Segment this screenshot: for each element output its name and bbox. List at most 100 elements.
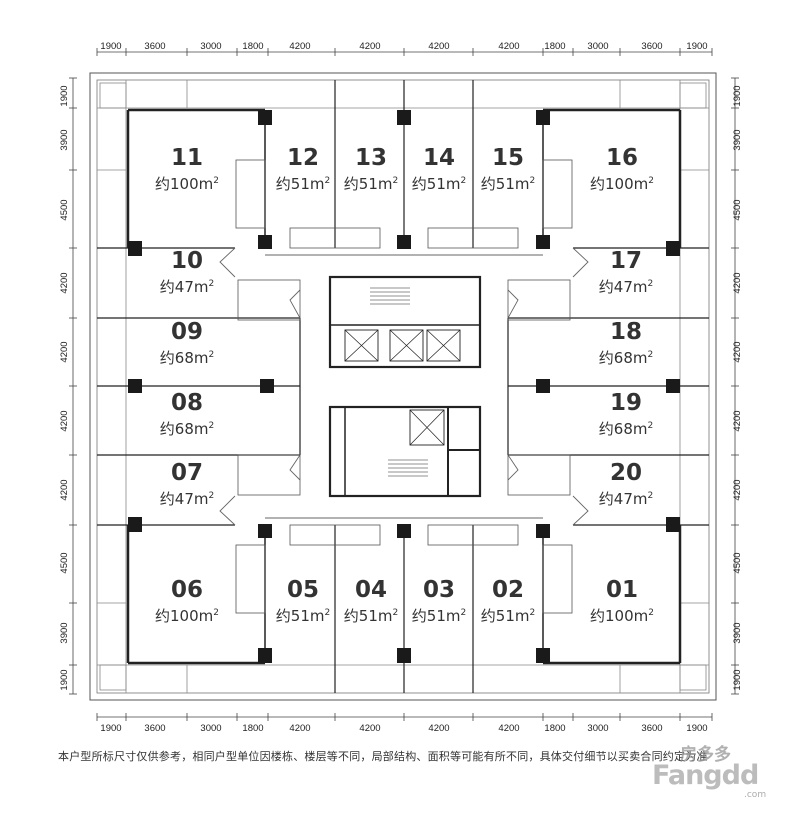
unit-area: 约47m2	[160, 278, 214, 296]
unit-area: 约100m2	[155, 175, 219, 193]
unit-15: 15 约51m2	[481, 145, 535, 193]
watermark-cn: 房多多	[680, 745, 731, 765]
unit-area-sup: 2	[529, 608, 535, 618]
unit-number: 20	[610, 460, 642, 486]
dim-top-label-8: 1800	[544, 41, 565, 52]
dim-left-label-3: 4200	[59, 272, 70, 293]
unit-03: 03 约51m2	[412, 577, 466, 625]
unit-18: 18 约68m2	[599, 319, 653, 367]
unit-area: 约51m2	[276, 607, 330, 625]
dimension-ticks	[69, 48, 739, 721]
unit-13: 13 约51m2	[344, 145, 398, 193]
dim-right-label-6: 4200	[732, 479, 743, 500]
dim-bottom-label-7: 4200	[498, 723, 519, 734]
dim-left-label-7: 4500	[59, 552, 70, 573]
unit-area: 约47m2	[160, 490, 214, 508]
watermark-en: Fangdd	[652, 760, 759, 791]
dim-top-label-10: 3600	[641, 41, 662, 52]
dim-top-label-7: 4200	[498, 41, 519, 52]
unit-area-sup: 2	[208, 421, 214, 431]
corridor	[219, 247, 589, 526]
unit-number: 10	[171, 248, 203, 274]
dim-right-label-4: 4200	[732, 341, 743, 362]
unit-11: 11 约100m2	[155, 145, 219, 193]
unit-area: 约51m2	[481, 607, 535, 625]
unit-area-sup: 2	[647, 279, 653, 289]
unit-number: 06	[171, 577, 203, 603]
unit-number: 04	[355, 577, 387, 603]
unit-number: 18	[610, 319, 642, 345]
dim-left-label-0: 1900	[59, 85, 70, 106]
unit-area: 约100m2	[155, 607, 219, 625]
unit-area-sup: 2	[324, 608, 330, 618]
unit-number: 11	[171, 145, 203, 171]
dim-top-label-3: 1800	[242, 41, 263, 52]
dim-right-label-1: 3900	[732, 129, 743, 150]
dim-left-label-2: 4500	[59, 199, 70, 220]
dim-bottom-label-2: 3000	[200, 723, 221, 734]
unit-number: 13	[355, 145, 387, 171]
unit-area: 约51m2	[481, 175, 535, 193]
columns	[128, 110, 680, 663]
dim-left-label-5: 4200	[59, 410, 70, 431]
dim-bottom-label-0: 1900	[100, 723, 121, 734]
bathrooms	[235, 159, 573, 614]
unit-area-sup: 2	[647, 421, 653, 431]
unit-area-sup: 2	[213, 608, 219, 618]
unit-number: 02	[492, 577, 524, 603]
unit-area-sup: 2	[648, 176, 654, 186]
dim-top-label-11: 1900	[686, 41, 707, 52]
unit-19: 19 约68m2	[599, 390, 653, 438]
unit-number: 15	[492, 145, 524, 171]
dim-bottom-label-3: 1800	[242, 723, 263, 734]
unit-area-sup: 2	[648, 608, 654, 618]
dim-bottom-label-10: 3600	[641, 723, 662, 734]
dim-left-label-9: 1900	[59, 669, 70, 690]
unit-number: 05	[287, 577, 319, 603]
unit-number: 09	[171, 319, 203, 345]
dim-top-label-9: 3000	[587, 41, 608, 52]
unit-number: 19	[610, 390, 642, 416]
unit-area-sup: 2	[324, 176, 330, 186]
unit-area: 约100m2	[590, 607, 654, 625]
dim-bottom-label-8: 1800	[544, 723, 565, 734]
unit-area: 约68m2	[599, 349, 653, 367]
dim-bottom-label-5: 4200	[359, 723, 380, 734]
unit-number: 08	[171, 390, 203, 416]
dim-bottom-label-9: 3000	[587, 723, 608, 734]
dim-top-label-4: 4200	[289, 41, 310, 52]
unit-number: 07	[171, 460, 203, 486]
dim-left-label-1: 3900	[59, 129, 70, 150]
unit-area-sup: 2	[392, 608, 398, 618]
unit-area: 约51m2	[412, 607, 466, 625]
dim-left-label-6: 4200	[59, 479, 70, 500]
unit-04: 04 约51m2	[344, 577, 398, 625]
dim-right-label-5: 4200	[732, 410, 743, 431]
dim-right-label-0: 1900	[732, 85, 743, 106]
dim-right-label-2: 4500	[732, 199, 743, 220]
unit-number: 03	[423, 577, 455, 603]
dim-right-label-8: 3900	[732, 622, 743, 643]
unit-05: 05 约51m2	[276, 577, 330, 625]
unit-area: 约68m2	[599, 420, 653, 438]
watermark-com: .com	[744, 790, 767, 800]
unit-02: 02 约51m2	[481, 577, 535, 625]
unit-number: 01	[606, 577, 638, 603]
unit-area-sup: 2	[647, 491, 653, 501]
core	[328, 275, 482, 498]
dim-top-label-6: 4200	[428, 41, 449, 52]
dim-bottom-label-6: 4200	[428, 723, 449, 734]
unit-area: 约51m2	[344, 607, 398, 625]
unit-area-sup: 2	[208, 491, 214, 501]
unit-area: 约51m2	[344, 175, 398, 193]
